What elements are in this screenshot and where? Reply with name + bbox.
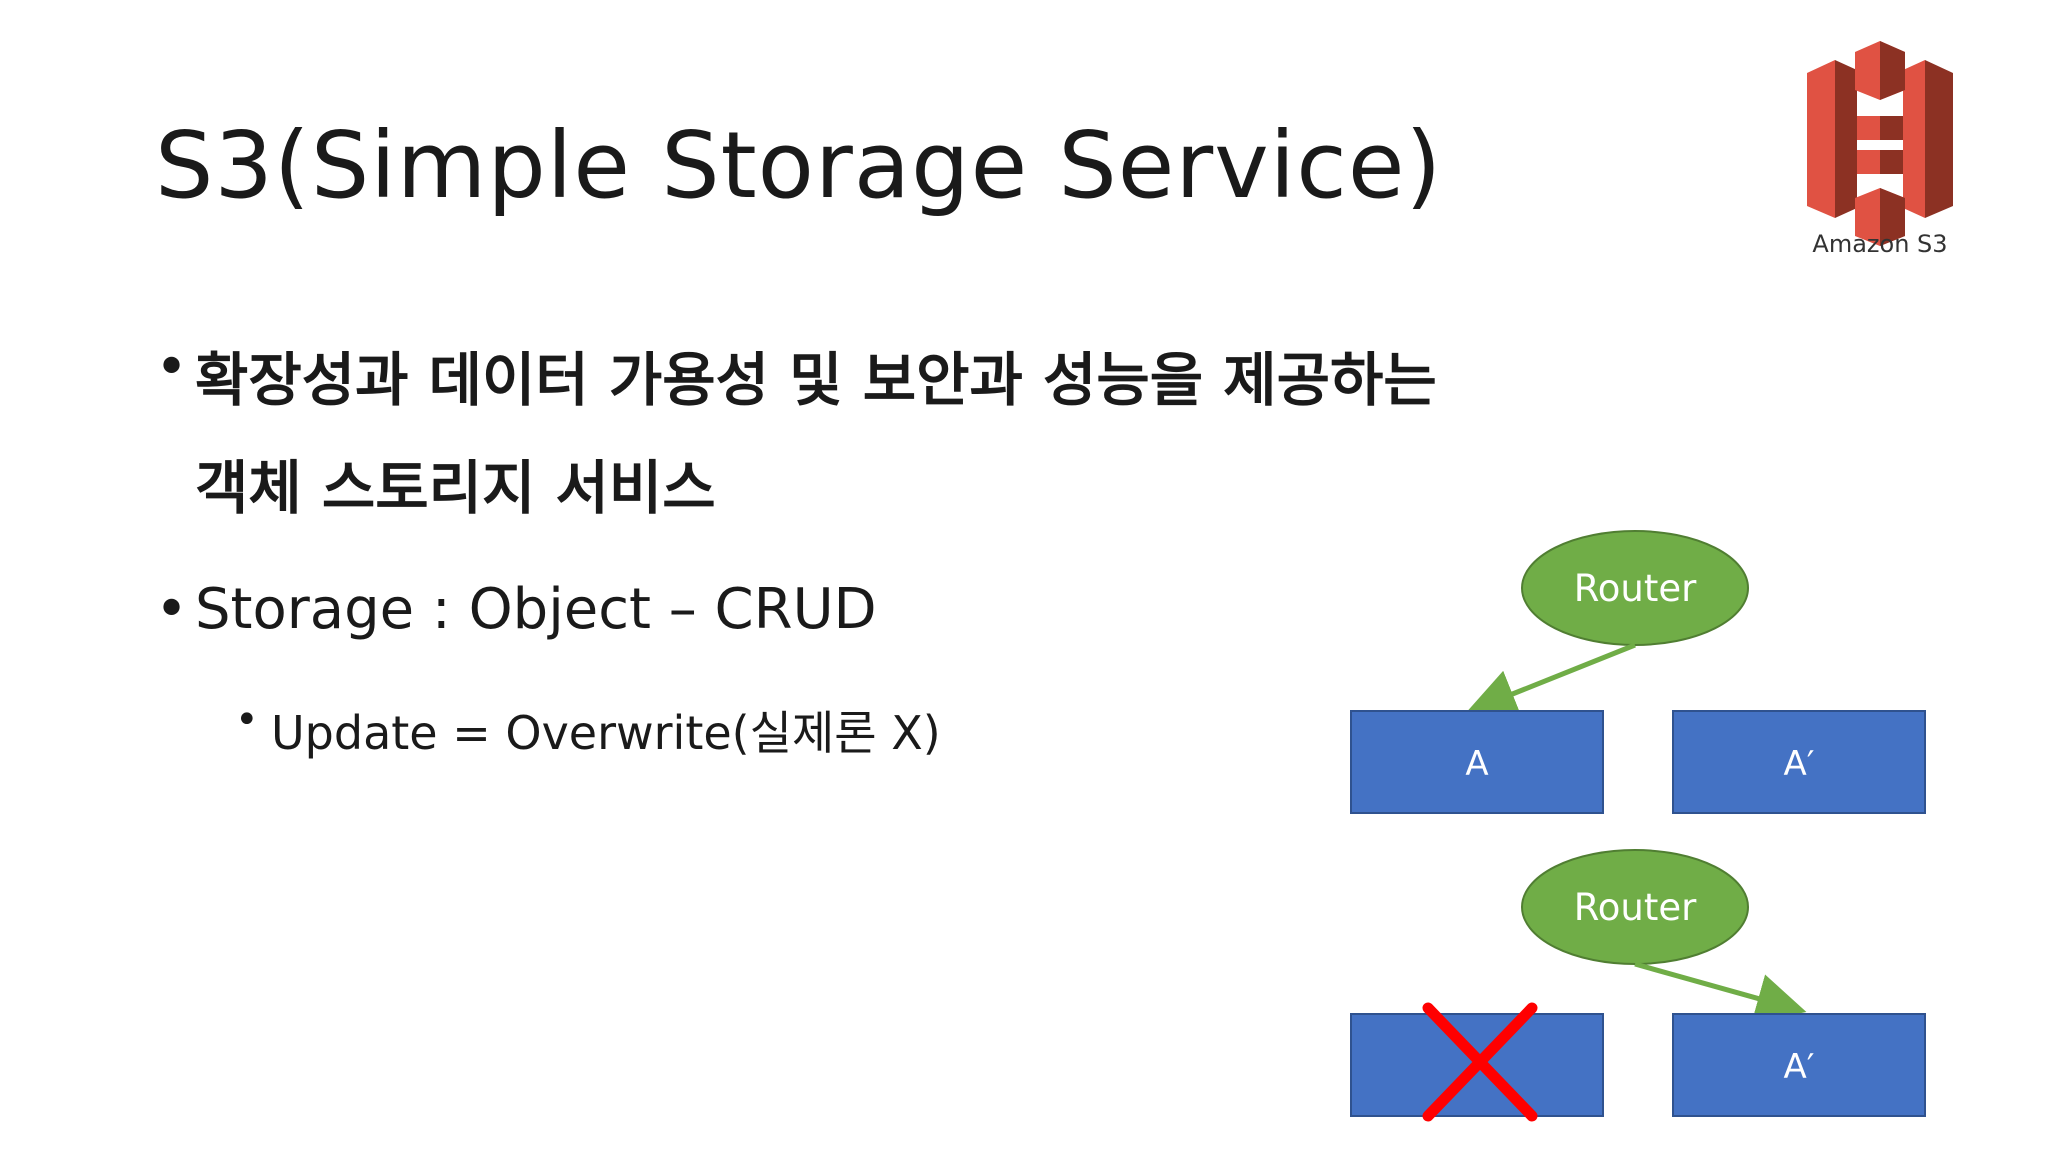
bullet-text: Storage : Object – CRUD	[195, 577, 877, 642]
storage-box-a	[1350, 710, 1604, 814]
amazon-s3-logo-icon	[1807, 41, 1953, 246]
slide-title: S3(Simple Storage Service)	[155, 112, 1443, 219]
storage-box-a-prime-bottom-label: A′	[1784, 1047, 1815, 1087]
bullet-marker: •	[235, 697, 259, 743]
bullet-text-line-1: 확장성과 데이터 가용성 및 보안과 성능을 제공하는	[195, 346, 1437, 414]
storage-box-a-prime	[1672, 710, 1926, 814]
storage-box-a-label: A	[1465, 744, 1488, 784]
arrow-router-to-a-prime	[1634, 961, 1807, 1023]
bullet-marker: •	[155, 335, 189, 400]
storage-box-a-prime-label: A′	[1784, 744, 1815, 784]
cross-mark-icon	[1422, 1002, 1538, 1122]
router-label-bottom: Router	[1574, 886, 1697, 929]
storage-box-a-prime-bottom	[1672, 1013, 1926, 1117]
logo-caption: Amazon S3	[1812, 230, 1948, 258]
bullet-marker: •	[155, 577, 189, 642]
bullet-text-line-2: 객체 스토리지 서비스	[195, 454, 716, 522]
sub-bullet-text: Update = Overwrite(실제론 X)	[271, 706, 941, 760]
arrow-router-to-a	[1466, 642, 1636, 718]
router-label-top: Router	[1574, 567, 1697, 610]
